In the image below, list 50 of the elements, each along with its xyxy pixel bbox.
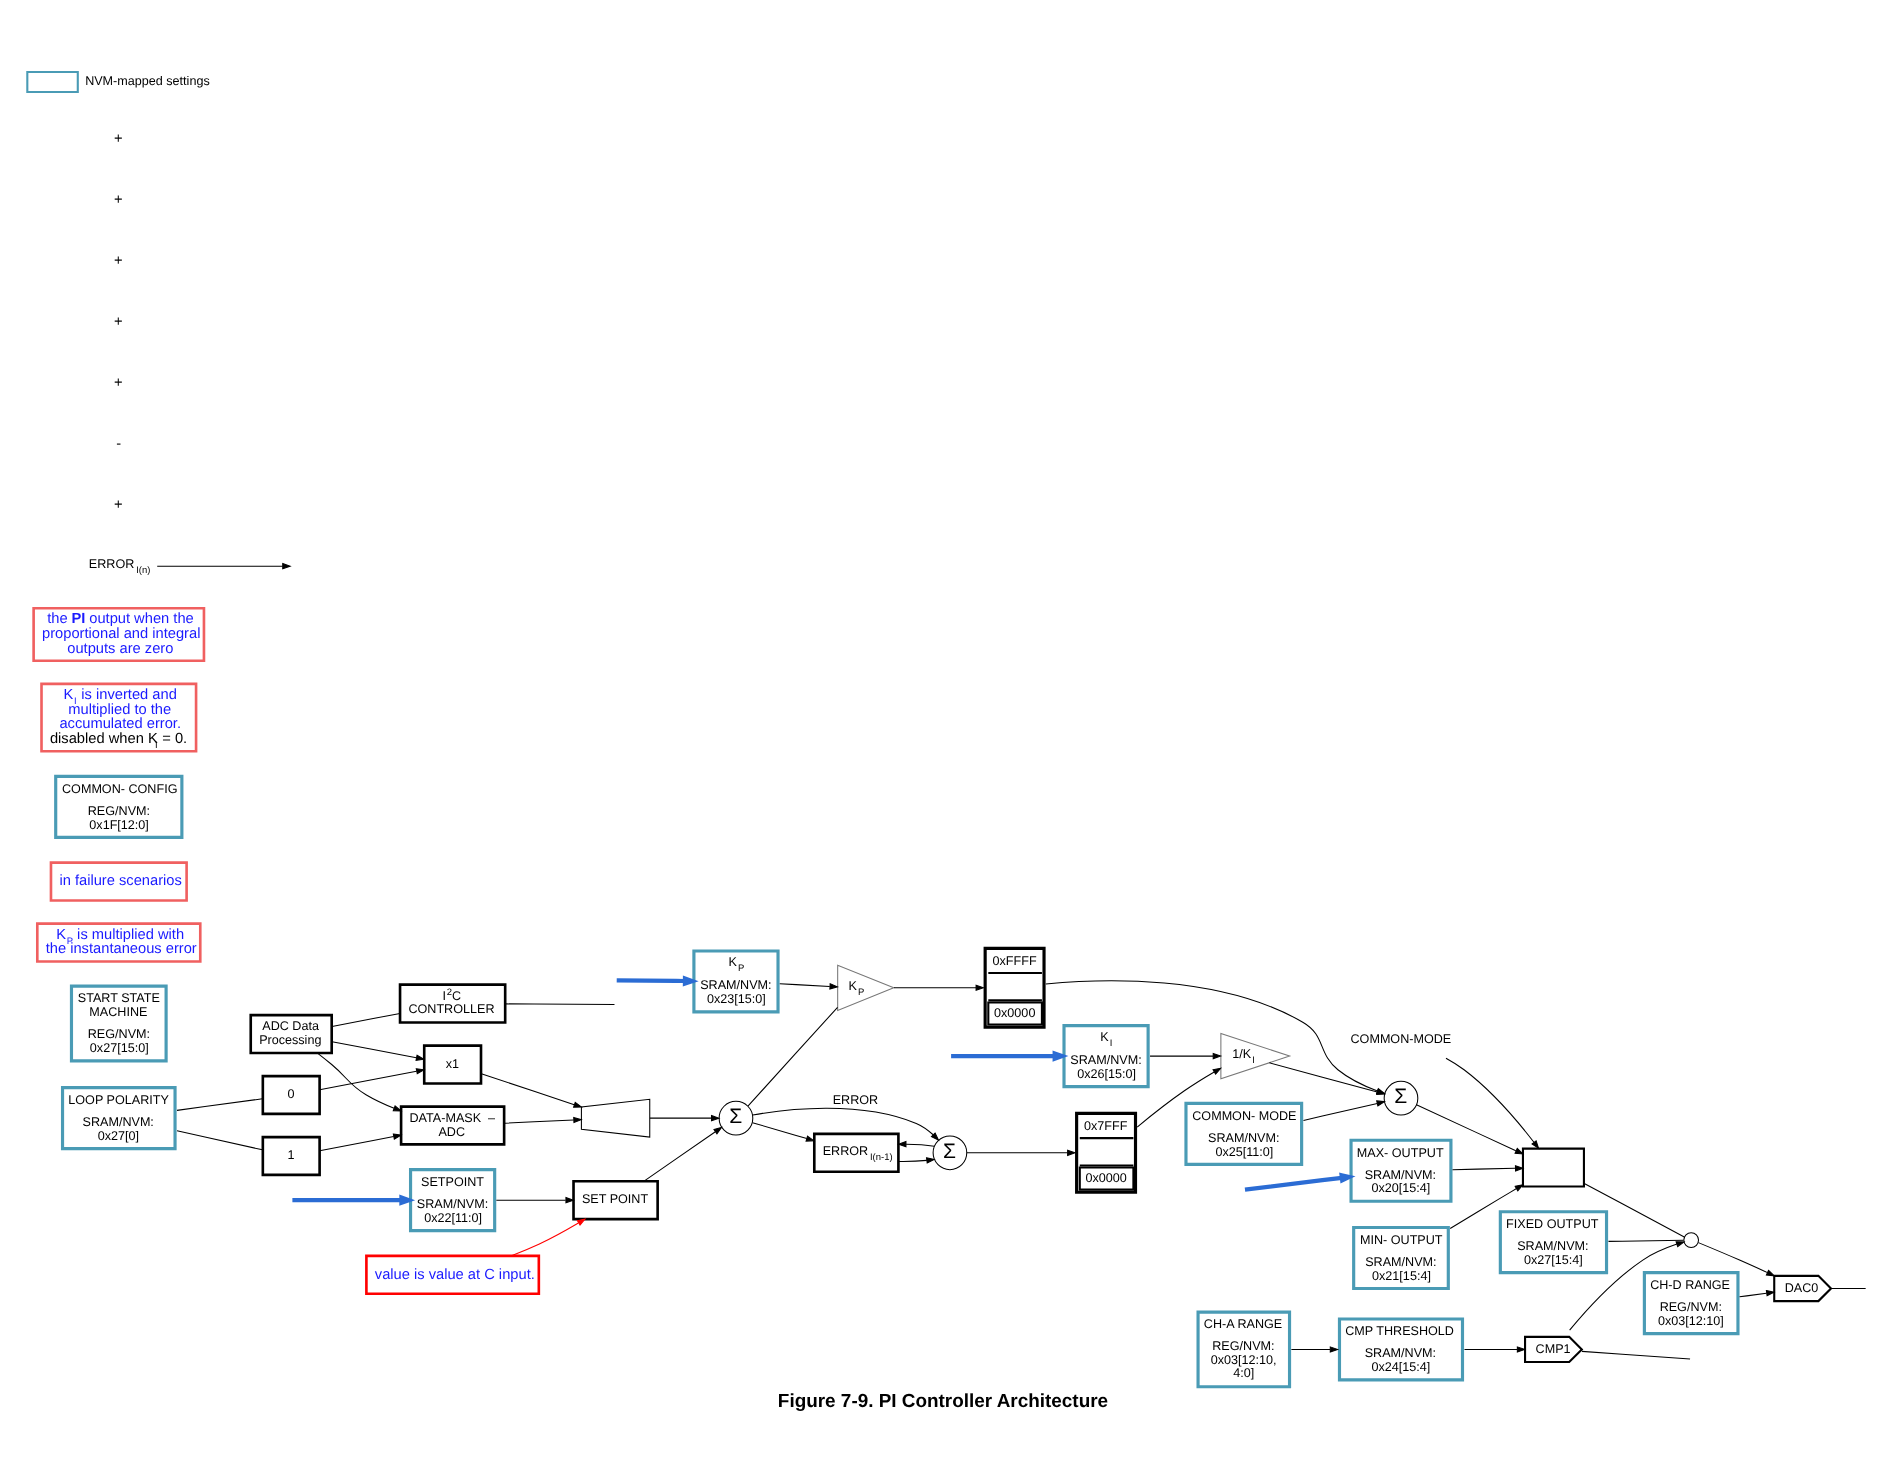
connector [747, 1006, 839, 1107]
arrow [751, 1122, 816, 1142]
arrow [643, 1126, 723, 1182]
connector [331, 1012, 401, 1027]
arrow [1445, 1057, 1540, 1150]
arrow [504, 1116, 583, 1124]
arrow [1452, 1165, 1525, 1172]
arrow [480, 1073, 583, 1108]
node-switch [1683, 1232, 1700, 1248]
connector [1830, 1287, 1867, 1289]
arrow [951, 1050, 1069, 1062]
connector [176, 1098, 263, 1111]
node-circle: Σ [718, 1100, 754, 1136]
connector [176, 1130, 263, 1151]
arrow [319, 1133, 403, 1152]
arrow [649, 1114, 721, 1122]
arrow [331, 1041, 426, 1061]
node-trapezium [580, 1098, 651, 1138]
arrow [897, 1140, 935, 1148]
arrow [1449, 1184, 1525, 1229]
arrow [1415, 1104, 1525, 1155]
arrow [779, 983, 839, 990]
node-circle: Σ [932, 1135, 968, 1171]
arrow [511, 1218, 587, 1257]
arrow [1244, 1172, 1356, 1192]
arrow [893, 984, 986, 992]
node-circle: Σ [1383, 1080, 1419, 1116]
connector [504, 1003, 615, 1006]
arrow [752, 1107, 940, 1142]
arrow [316, 1052, 403, 1112]
connector [1581, 1350, 1691, 1360]
connector [1607, 1239, 1685, 1242]
arrow [898, 1157, 936, 1164]
arrow [495, 1196, 575, 1204]
arrow [1739, 1289, 1776, 1298]
arrow [292, 1194, 416, 1206]
arrow [1290, 1346, 1340, 1353]
arrow [1302, 1100, 1387, 1121]
node-box [1521, 1147, 1585, 1188]
diagram-title: Figure 7-9. PI Controller Architecture [777, 1390, 1109, 1413]
arrow [966, 1149, 1077, 1157]
arrow [616, 975, 699, 987]
arrow [156, 562, 292, 570]
arrow [1136, 1067, 1223, 1128]
arrow [1697, 1242, 1776, 1277]
arrow [1463, 1346, 1527, 1353]
connector [1583, 1182, 1685, 1238]
arrow [319, 1068, 426, 1091]
arrow [1149, 1052, 1223, 1060]
arrow [1569, 1241, 1686, 1331]
